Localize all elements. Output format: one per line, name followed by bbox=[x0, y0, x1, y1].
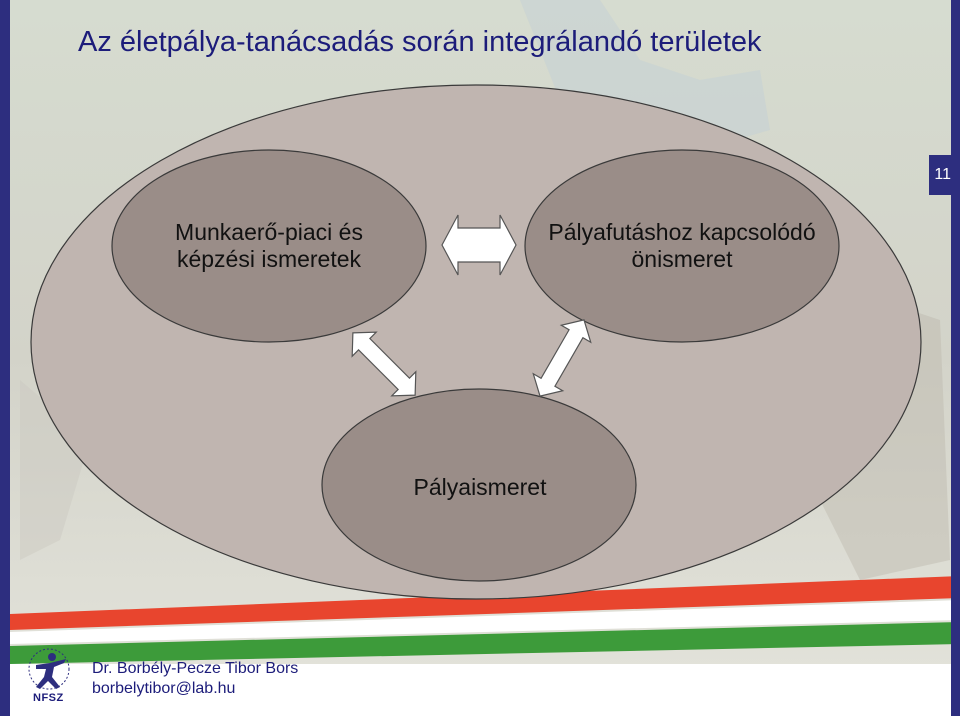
node-right-ellipse bbox=[524, 149, 840, 343]
node-right-line-1: Pályafutáshoz kapcsolódó bbox=[548, 219, 816, 245]
node-left-line-2: képzési ismeretek bbox=[176, 246, 362, 272]
node-right-label: Pályafutáshoz kapcsolódó önismeret bbox=[527, 219, 837, 273]
arrow-left-right bbox=[441, 214, 517, 276]
node-bottom-line-1: Pályaismeret bbox=[413, 474, 547, 500]
left-border-bar bbox=[0, 0, 10, 716]
nfsz-person-logo-icon bbox=[28, 648, 70, 690]
node-bottom-ellipse bbox=[321, 388, 637, 582]
footer-email[interactable]: borbelytibor@lab.hu bbox=[92, 680, 236, 697]
node-left-label: Munkaerő-piaci és képzési ismeretek bbox=[169, 219, 369, 273]
footer-author: Dr. Borbély-Pecze Tibor Bors bbox=[92, 660, 299, 677]
page-number: 11 bbox=[929, 155, 951, 195]
slide-title: Az életpálya-tanácsadás során integrálan… bbox=[78, 26, 762, 58]
arrow-left-bottom bbox=[351, 331, 417, 397]
flag-red-stripe bbox=[10, 576, 960, 630]
arrow-right-bottom bbox=[532, 319, 592, 397]
node-bottom-label: Pályaismeret bbox=[380, 474, 580, 501]
node-left-line-1: Munkaerő-piaci és bbox=[175, 219, 363, 245]
node-left-ellipse bbox=[111, 149, 427, 343]
flag-white-stripe bbox=[10, 600, 960, 644]
nfsz-logo-text: NFSZ bbox=[33, 692, 64, 704]
flag-green-stripe bbox=[10, 622, 960, 664]
right-border-bar bbox=[951, 0, 960, 716]
node-right-line-2: önismeret bbox=[631, 246, 733, 272]
